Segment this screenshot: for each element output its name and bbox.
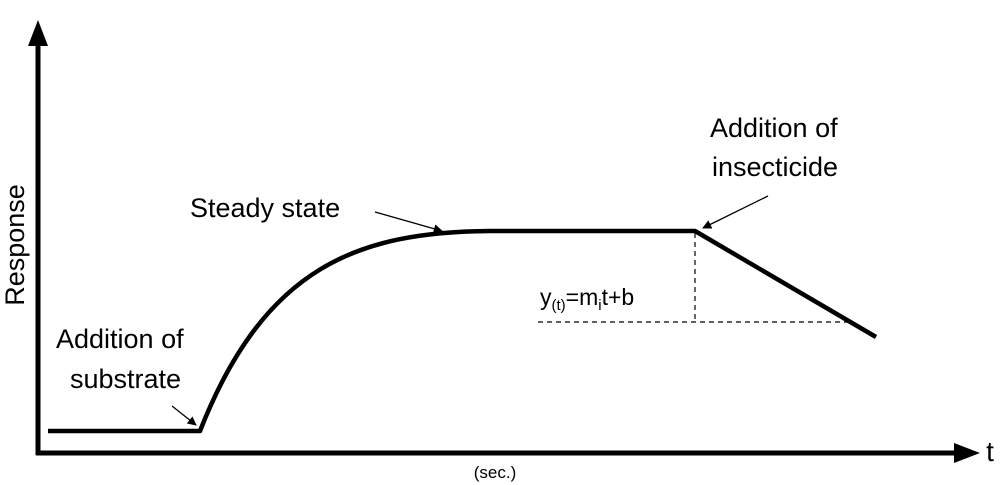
substrate-label-line2: substrate (70, 364, 181, 394)
y-axis-label: Response (0, 184, 30, 306)
steady-state-pointer-arrow (374, 211, 443, 234)
response-curve (48, 228, 878, 434)
formula-subscript-t: (t) (552, 297, 566, 314)
x-axis-letter: t (986, 436, 994, 467)
insecticide-label-line2: insecticide (712, 152, 838, 182)
insecticide-pointer-arrow (702, 195, 769, 229)
formula-rest: t+b (602, 284, 635, 310)
formula-y: y (540, 284, 552, 310)
formula-subscript-i: i (598, 297, 601, 314)
x-axis-arrowhead (954, 443, 980, 463)
formula-eq-m: =m (566, 284, 599, 310)
y-axis-arrowhead (28, 20, 48, 46)
insecticide-label-line1: Addition of (710, 113, 838, 143)
substrate-pointer-arrow (171, 405, 197, 426)
slope-formula: y(t)=mit+b (540, 284, 634, 314)
steady-state-label: Steady state (190, 193, 340, 223)
x-axis-unit: (sec.) (474, 463, 517, 482)
substrate-label-line1: Addition of (56, 324, 184, 354)
